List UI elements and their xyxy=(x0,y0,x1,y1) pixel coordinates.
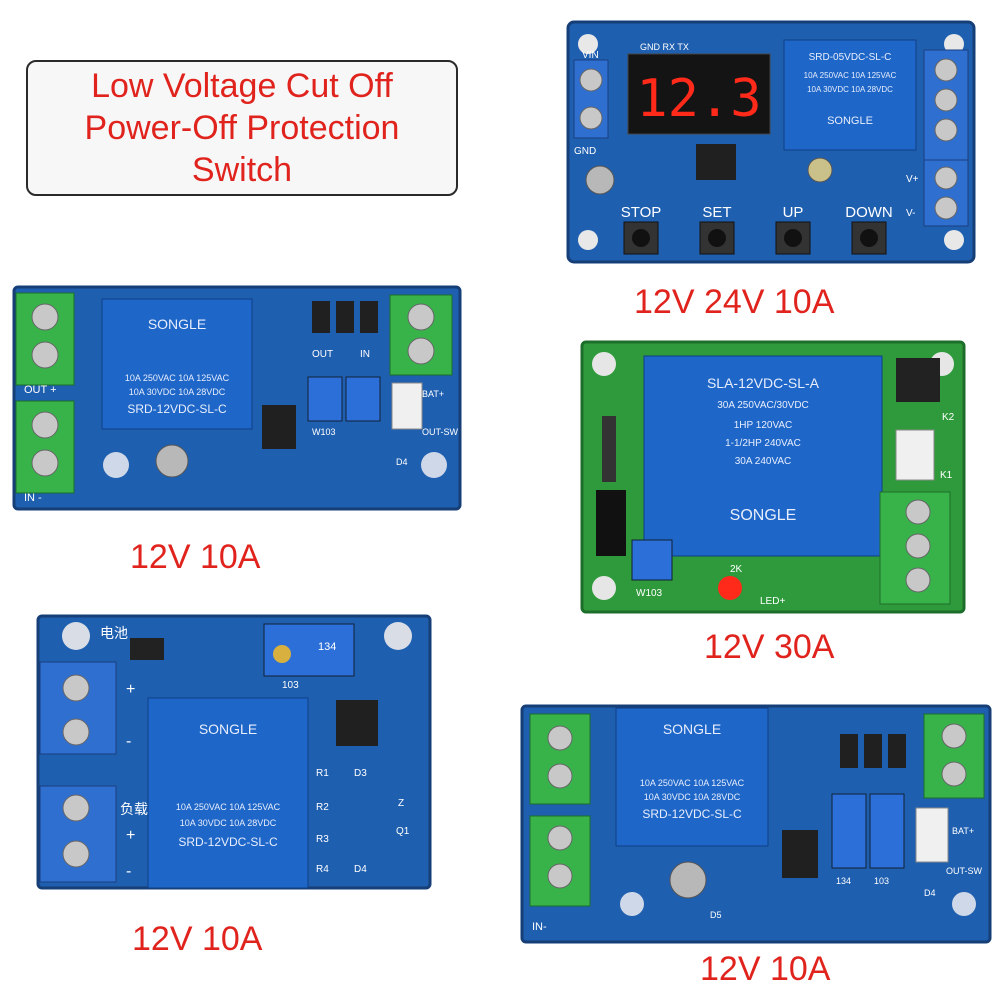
button-label-down: DOWN xyxy=(845,204,893,221)
relay-brand: SONGLE xyxy=(730,507,797,524)
label-pot: W103 xyxy=(312,427,336,437)
label-out-plus: OUT + xyxy=(24,384,57,396)
label-r4: R4 xyxy=(316,864,329,875)
relay-brand: SONGLE xyxy=(148,316,206,332)
label-d4: D4 xyxy=(924,888,936,898)
board-relay-10a-a: SONGLE 10A 250VAC 10A 125VAC 10A 30VDC 1… xyxy=(12,285,462,511)
label-k1: K1 xyxy=(940,470,953,481)
label-out: OUT xyxy=(312,349,333,360)
board-relay-10a-b-image: SONGLE 10A 250VAC 10A 125VAC 10A 30VDC 1… xyxy=(36,614,432,890)
relay-model-text: SLA-12VDC-SL-A xyxy=(707,375,820,391)
label-r1: R1 xyxy=(316,768,329,779)
label-in-minus: IN - xyxy=(24,492,42,504)
label-2k: 2K xyxy=(730,564,743,575)
label-k2: K2 xyxy=(942,412,955,423)
relay-rating-1: 30A 250VAC/30VDC xyxy=(717,400,809,411)
relay-brand: SONGLE xyxy=(663,721,721,737)
title-box: Low Voltage Cut Off Power-Off Protection… xyxy=(26,60,458,196)
caption-board5: 12V 10A xyxy=(700,950,831,988)
relay-rating-2: 10A 30VDC 10A 28VDC xyxy=(644,792,741,802)
label-header-pins: GND RX TX xyxy=(640,42,689,52)
board-relay-30a: SLA-12VDC-SL-A 30A 250VAC/30VDC 1HP 120V… xyxy=(580,340,966,614)
caption-board1: 12V 24V 10A xyxy=(634,283,835,321)
label-led-plus: LED+ xyxy=(760,596,785,607)
caption-board3: 12V 30A xyxy=(704,628,835,666)
relay-rating-2: 10A 30VDC 10A 28VDC xyxy=(180,818,277,828)
label-d4: D4 xyxy=(354,864,367,875)
board-display-module-image: 12.3 STOP SET UP DOWN SRD-05VDC-SL-C 10A… xyxy=(566,20,976,264)
relay-rating-3: 1-1/2HP 240VAC xyxy=(725,438,801,449)
label-battery: 电池 xyxy=(100,625,128,641)
label-d5: D5 xyxy=(710,910,722,920)
board-display-module: 12.3 STOP SET UP DOWN SRD-05VDC-SL-C 10A… xyxy=(566,20,976,264)
button-label-set: SET xyxy=(702,204,731,221)
title-line-2: Power-Off Protection xyxy=(84,109,400,147)
label-plus-bottom: + xyxy=(126,827,135,844)
relay-brand: SONGLE xyxy=(199,721,257,737)
label-vin: VIN xyxy=(582,50,599,61)
relay-rating-2: 10A 30VDC 10A 28VDC xyxy=(807,85,893,94)
board-relay-10a-b: SONGLE 10A 250VAC 10A 125VAC 10A 30VDC 1… xyxy=(36,614,432,890)
label-plus-top: + xyxy=(126,681,135,698)
title-line-3: Switch xyxy=(191,151,293,189)
label-d3: D3 xyxy=(354,768,367,779)
caption-board2: 12V 10A xyxy=(130,538,261,576)
relay-rating-2: 1HP 120VAC xyxy=(734,420,793,431)
relay-model-text: SRD-12VDC-SL-C xyxy=(178,835,278,849)
button-label-up: UP xyxy=(783,204,804,221)
caption-board4: 12V 10A xyxy=(132,920,263,958)
board-relay-30a-image: SLA-12VDC-SL-A 30A 250VAC/30VDC 1HP 120V… xyxy=(580,340,966,614)
label-134: 134 xyxy=(836,876,851,886)
relay-model-text: SRD-12VDC-SL-C xyxy=(642,807,742,821)
relay-rating-1: 10A 250VAC 10A 125VAC xyxy=(176,802,281,812)
button-label-stop: STOP xyxy=(621,204,662,221)
relay-brand: SONGLE xyxy=(827,115,873,127)
label-d4: D4 xyxy=(396,457,408,467)
label-z: Z xyxy=(398,798,404,809)
label-gnd: GND xyxy=(574,146,596,157)
label-minus-top: - xyxy=(126,733,131,750)
label-103: 103 xyxy=(874,876,889,886)
relay-rating-1: 10A 250VAC 10A 125VAC xyxy=(125,373,230,383)
label-minus-bottom: - xyxy=(126,863,131,880)
board-relay-10a-c-image: SONGLE 10A 250VAC 10A 125VAC 10A 30VDC 1… xyxy=(520,704,992,944)
label-134: 134 xyxy=(318,641,336,653)
title-line-1: Low Voltage Cut Off xyxy=(91,67,393,105)
label-q1: Q1 xyxy=(396,826,410,837)
label-r3: R3 xyxy=(316,834,329,845)
label-bat-plus: BAT+ xyxy=(952,826,974,836)
label-r2: R2 xyxy=(316,802,329,813)
label-out-sw: OUT-SW xyxy=(946,866,983,876)
relay-rating-1: 10A 250VAC 10A 125VAC xyxy=(804,71,897,80)
label-103: 103 xyxy=(282,680,299,691)
label-out-sw: OUT-SW xyxy=(422,427,459,437)
board-relay-10a-c: SONGLE 10A 250VAC 10A 125VAC 10A 30VDC 1… xyxy=(520,704,992,944)
relay-rating-4: 30A 240VAC xyxy=(735,456,792,467)
board-relay-10a-a-image: SONGLE 10A 250VAC 10A 125VAC 10A 30VDC 1… xyxy=(12,285,462,511)
label-in: IN xyxy=(360,349,370,360)
relay-rating-1: 10A 250VAC 10A 125VAC xyxy=(640,778,745,788)
display-readout: 12.3 xyxy=(636,69,761,129)
relay-model-text: SRD-05VDC-SL-C xyxy=(809,52,892,63)
label-vplus: V+ xyxy=(906,174,919,185)
label-bat-plus: BAT+ xyxy=(422,389,444,399)
relay-rating-2: 10A 30VDC 10A 28VDC xyxy=(129,387,226,397)
relay-model-text: SRD-12VDC-SL-C xyxy=(127,402,227,416)
label-load: 负载 xyxy=(120,801,148,817)
label-w103: W103 xyxy=(636,588,663,599)
label-in-minus: IN- xyxy=(532,921,547,933)
label-vminus: V- xyxy=(906,208,915,219)
